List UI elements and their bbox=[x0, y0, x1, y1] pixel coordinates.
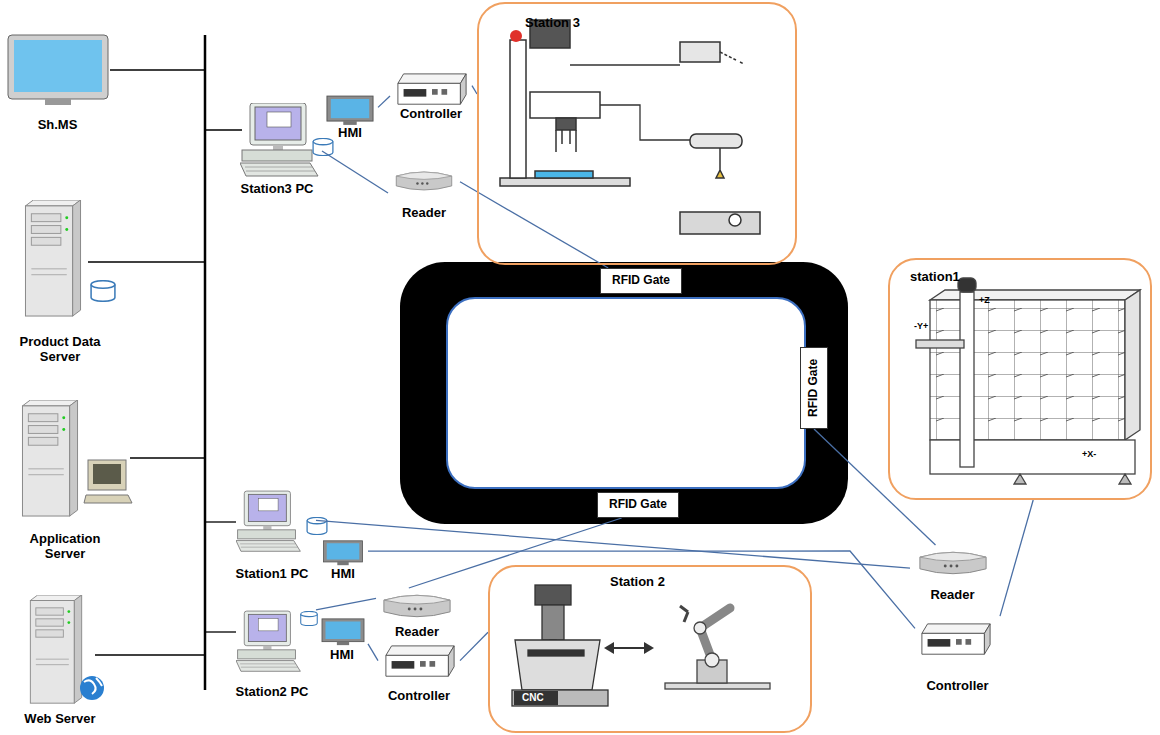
reader-icon bbox=[920, 552, 986, 573]
connector-line bbox=[316, 520, 910, 568]
connector-line bbox=[409, 518, 622, 588]
controller-icon bbox=[922, 624, 990, 654]
station-box: Station 3 bbox=[477, 2, 797, 265]
server-node: Web Server bbox=[5, 595, 115, 727]
node-label: RFID Gate bbox=[807, 359, 821, 417]
connector-line bbox=[460, 632, 488, 660]
node-label: Web Server bbox=[24, 712, 95, 727]
rfid-gate: RFID Gate bbox=[597, 492, 679, 518]
controller-icon bbox=[398, 74, 466, 104]
cnc-machine bbox=[512, 585, 608, 706]
hmi-icon bbox=[324, 541, 363, 565]
connector-line bbox=[368, 644, 378, 661]
connector-line bbox=[460, 182, 608, 268]
station-title: Station 2 bbox=[610, 575, 665, 590]
pc-icon bbox=[236, 611, 300, 671]
reader-node: Reader bbox=[388, 165, 460, 221]
node-label: RFID Gate bbox=[612, 274, 670, 288]
node-label: HMI bbox=[338, 126, 362, 141]
pc-node: Station2 PC bbox=[228, 605, 316, 700]
node-label: HMI bbox=[331, 567, 355, 582]
controller-node: Controller bbox=[378, 642, 460, 704]
node-label: Reader bbox=[930, 588, 974, 603]
conveyor-track bbox=[400, 262, 848, 524]
reader-icon bbox=[396, 172, 451, 190]
connector-line bbox=[814, 429, 936, 545]
node-label: Application Server bbox=[13, 532, 117, 562]
controller-icon bbox=[386, 646, 454, 676]
hmi-node: HMI bbox=[316, 615, 368, 663]
node-label: Station1 PC bbox=[236, 567, 309, 582]
node-label: Reader bbox=[395, 625, 439, 640]
double-arrow bbox=[604, 642, 654, 654]
station-title: Station 3 bbox=[525, 16, 580, 31]
controller-node: Controller bbox=[915, 612, 1000, 694]
reader-icon bbox=[384, 595, 450, 616]
station-title: station1 bbox=[910, 270, 960, 285]
server-node: Product Data Server bbox=[3, 200, 117, 365]
workstation-node: Sh.MS bbox=[5, 35, 110, 133]
reader-node: Reader bbox=[910, 545, 995, 603]
pc-icon bbox=[240, 103, 318, 176]
hmi-node: HMI bbox=[318, 538, 368, 582]
robot-arm bbox=[665, 606, 770, 689]
connector-line bbox=[322, 151, 388, 193]
scara-robot bbox=[500, 20, 760, 234]
server-icon bbox=[25, 200, 80, 316]
hmi-icon bbox=[322, 619, 364, 645]
database-icon bbox=[301, 611, 318, 625]
node-label: Reader bbox=[402, 206, 446, 221]
axis-label: +X- bbox=[1082, 450, 1096, 459]
axis-label: +Z bbox=[979, 296, 990, 305]
terminal-icon bbox=[84, 460, 132, 503]
station-box: Station 2 bbox=[488, 565, 812, 733]
database-icon bbox=[313, 138, 333, 155]
globe-icon bbox=[80, 676, 104, 700]
node-label: HMI bbox=[330, 648, 354, 663]
network-bus bbox=[88, 35, 242, 690]
node-label: Controller bbox=[388, 689, 450, 704]
node-label: RFID Gate bbox=[609, 498, 667, 512]
reader-node: Reader bbox=[376, 588, 458, 640]
rfid-gate: RFID Gate bbox=[800, 347, 828, 429]
connector-line bbox=[316, 598, 376, 609]
node-label: Product Data Server bbox=[3, 335, 117, 365]
pc-node: Station3 PC bbox=[232, 105, 322, 197]
database-icon bbox=[91, 281, 115, 302]
storage-rack bbox=[916, 278, 1140, 484]
monitor-icon bbox=[8, 35, 108, 105]
axis-label: -Y+ bbox=[914, 322, 928, 331]
server-icon bbox=[30, 595, 81, 703]
node-label: Station3 PC bbox=[241, 182, 314, 197]
node-label: Station2 PC bbox=[236, 685, 309, 700]
hmi-icon bbox=[327, 96, 373, 125]
server-icon bbox=[22, 400, 77, 516]
pc-icon bbox=[236, 491, 300, 551]
node-label: Sh.MS bbox=[38, 118, 78, 133]
station-box: station1 bbox=[888, 258, 1152, 500]
controller-node: Controller bbox=[390, 70, 472, 122]
connector-line bbox=[378, 96, 390, 107]
hmi-node: HMI bbox=[322, 93, 378, 141]
connector-line bbox=[368, 551, 915, 628]
node-label: Controller bbox=[400, 107, 462, 122]
rfid-gate: RFID Gate bbox=[600, 268, 682, 294]
machine-label: CNC bbox=[522, 693, 544, 703]
pc-node: Station1 PC bbox=[228, 487, 316, 582]
connector-line bbox=[1000, 500, 1033, 616]
server-node: Application Server bbox=[13, 400, 117, 562]
node-label: Controller bbox=[926, 679, 988, 694]
